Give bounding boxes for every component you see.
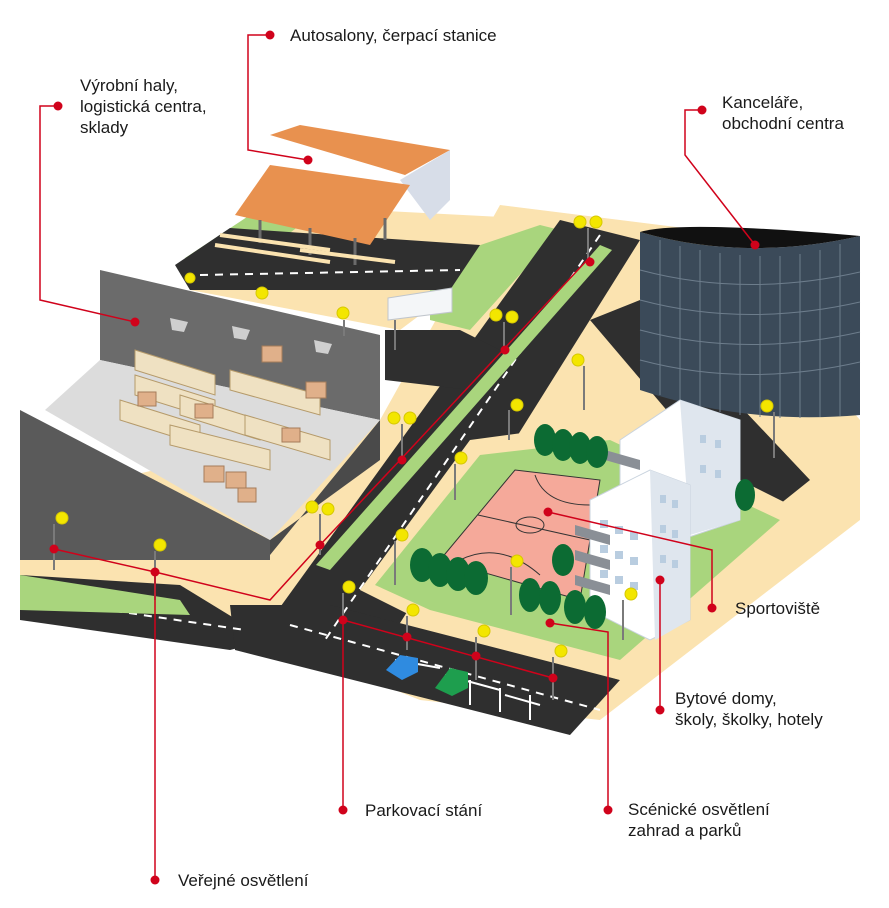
warehouse-lamps — [170, 318, 332, 354]
label-car-dealers: Autosalony, čerpací stanice — [290, 25, 497, 46]
residential-windows — [600, 435, 721, 590]
label-industrial-line-3: sklady — [80, 118, 129, 137]
car-icon — [386, 655, 468, 696]
dealer-stripes — [214, 233, 396, 264]
label-residential: Bytové domy, školy, školky, hotely — [675, 688, 823, 730]
left-grass-strip — [20, 575, 190, 615]
label-offices-line-2: obchodní centra — [722, 114, 844, 133]
office-tower-grid — [639, 240, 861, 418]
label-sports: Sportoviště — [735, 598, 820, 619]
warehouse-side-wall — [270, 420, 380, 555]
label-scenic: Scénické osvětlení zahrad a parků — [628, 799, 770, 841]
label-industrial-line-1: Výrobní haly, — [80, 76, 178, 95]
balconies — [575, 450, 640, 595]
label-parking: Parkovací stání — [365, 800, 482, 821]
tree-icon — [410, 424, 755, 629]
dealer-roof-front — [235, 165, 410, 245]
warehouse-shelves — [119, 349, 331, 471]
warehouse-boxes — [137, 345, 327, 503]
residential-building-front-side — [650, 470, 690, 640]
label-industrial-line-2: logistická centra, — [80, 97, 207, 116]
warehouse-front-wall — [20, 410, 270, 560]
label-car-dealers-line-1: Autosalony, čerpací stanice — [290, 26, 497, 45]
label-public-line-1: Veřejné osvětlení — [178, 871, 309, 890]
label-offices: Kanceláře, obchodní centra — [722, 92, 844, 134]
label-scenic-line-1: Scénické osvětlení — [628, 800, 770, 819]
label-sports-line-1: Sportoviště — [735, 599, 821, 618]
label-residential-line-1: Bytové domy, — [675, 689, 777, 708]
median-strip — [316, 245, 612, 570]
label-public: Veřejné osvětlení — [178, 870, 308, 891]
billboard — [387, 287, 453, 321]
road-diagonal-main — [260, 220, 640, 655]
label-offices-line-1: Kanceláře, — [722, 93, 804, 112]
label-residential-line-2: školy, školky, hotely — [675, 710, 823, 729]
leader-lines — [39, 34, 756, 880]
label-parking-line-1: Parkovací stání — [365, 801, 483, 820]
dealer-roof-back — [270, 125, 450, 175]
court-lines — [459, 474, 591, 576]
dealer-building-wall — [400, 150, 450, 220]
residential-building-back-side — [680, 400, 740, 535]
label-industrial: Výrobní haly, logistická centra, sklady — [80, 75, 207, 138]
street-lamps — [53, 215, 775, 700]
office-tower — [640, 232, 860, 418]
label-scenic-line-2: zahrad a parků — [628, 821, 742, 840]
leader-dots — [49, 30, 760, 885]
